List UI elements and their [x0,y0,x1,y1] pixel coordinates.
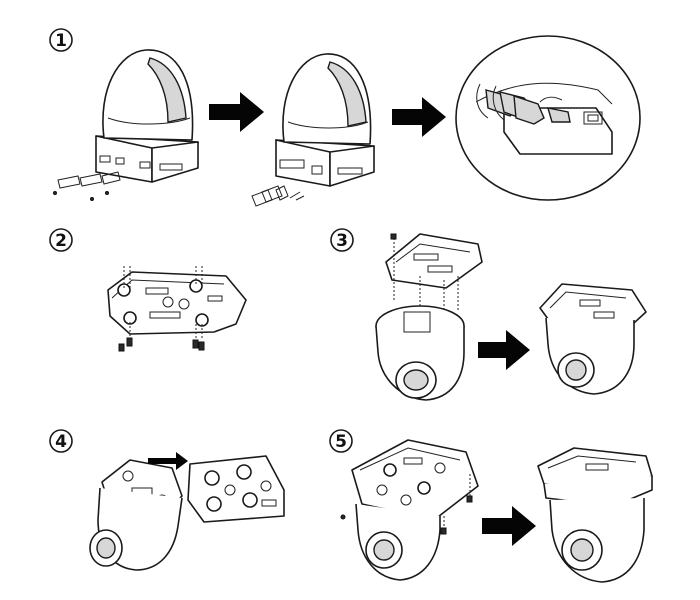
step-1-camera-a [95,49,199,183]
step-3-camera-with-plate [375,233,483,401]
step-1-detail-view [455,35,641,201]
step-4-number: 4 [55,432,67,452]
step-5-badge: 5 [329,429,353,453]
step-5-number: 5 [335,432,347,452]
step-3-badge: 3 [330,228,354,252]
step-2-badge: 2 [49,228,73,252]
screw-icon [118,266,205,352]
step-3-arrow [478,330,530,370]
step-1-cables-a [53,171,121,201]
step-4-arrow [148,452,188,470]
step-1-arrow-2 [392,97,446,137]
step-1-number: 1 [55,31,67,51]
step-5-camera-with-plate [340,439,479,581]
step-2-number: 2 [55,231,67,251]
step-4-badge: 4 [49,429,73,453]
step-5-camera-result [537,447,653,583]
step-3-number: 3 [336,231,348,251]
step-3-camera-result [539,283,647,395]
step-2-mounting-plate [107,266,247,352]
step-1-cables-b [251,185,305,207]
step-5-arrow [482,506,536,546]
step-1-camera-b [275,53,375,187]
step-4-camera [89,459,183,571]
step-1-arrow-1 [209,92,264,132]
step-4-mounting-plate [187,455,285,523]
step-1-badge: 1 [49,28,73,52]
